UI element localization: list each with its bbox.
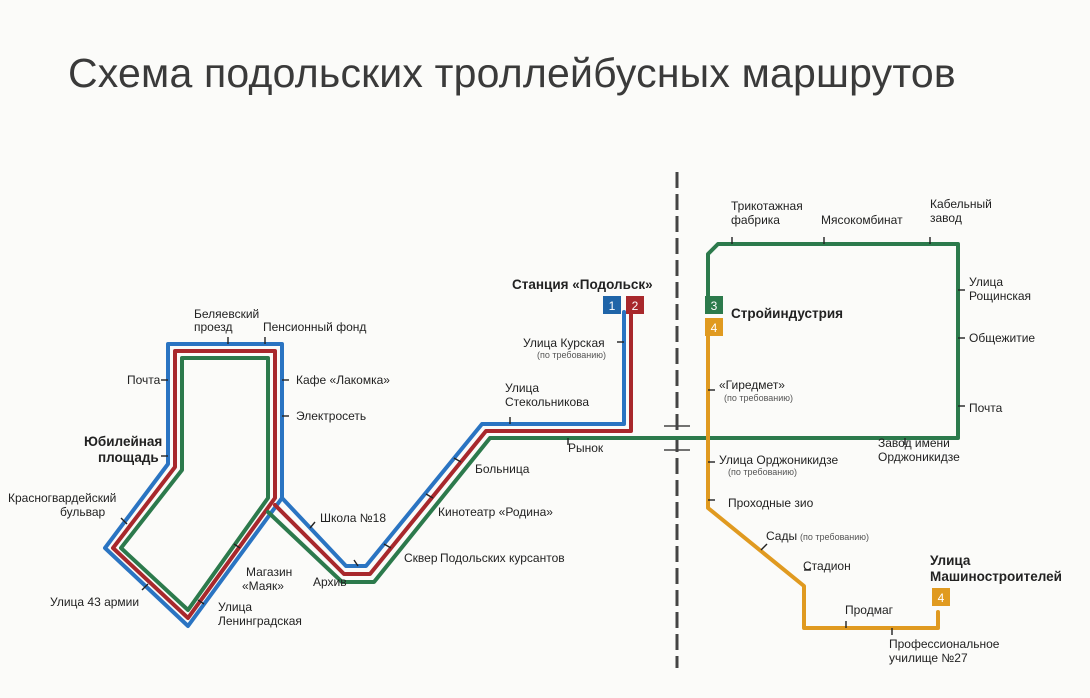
stop-stroy: Стройиндустрия (731, 306, 843, 321)
stop-arkhiv: Архив (313, 575, 347, 589)
route-badge-2: 2 (626, 296, 644, 314)
stop-belyaev-1: Беляевский (194, 307, 259, 321)
stop-prodmag: Продмаг (845, 603, 894, 617)
svg-text:4: 4 (938, 591, 945, 605)
stop-mash-2: Машиностроителей (930, 569, 1062, 584)
stop-stadion: Стадион (803, 559, 851, 573)
stop-pochta-left: Почта (127, 373, 161, 387)
stop-sady: Сады (766, 529, 797, 543)
route-1-left-loop (103, 342, 284, 628)
stop-myaso: Мясокомбинат (821, 213, 903, 227)
stop-ticks (120, 237, 965, 635)
route-4-line (706, 332, 940, 630)
stop-kabel-2: завод (930, 211, 962, 225)
route-2-connector (273, 310, 633, 576)
stop-kurskaya: Улица Курская (523, 336, 605, 350)
stop-belyaev-2: проезд (194, 320, 233, 334)
stop-leningradskaya-2: Ленинградская (218, 614, 302, 628)
stop-giredmet: «Гиредмет» (719, 378, 785, 392)
stop-trikot-1: Трикотажная (731, 199, 803, 213)
stop-steklnikova-2: Стекольникова (505, 395, 589, 409)
route-2-left-loop (111, 349, 277, 620)
stop-pochta-right: Почта (969, 401, 1003, 415)
stop-giredmet-note: (по требованию) (724, 393, 793, 403)
svg-text:4: 4 (711, 321, 718, 335)
stop-ordzh-note: (по требованию) (728, 467, 797, 477)
stop-mash-1: Улица (930, 553, 971, 568)
stop-rynok: Рынок (568, 441, 604, 455)
stop-kurskaya-note: (по требованию) (537, 350, 606, 360)
stop-bolnitsa: Больница (475, 462, 530, 476)
route-3-left-loop (119, 356, 270, 612)
stop-magazin-1: Магазин (246, 565, 292, 579)
stop-yubil-2: площадь (98, 450, 159, 465)
stop-kabel-1: Кабельный (930, 197, 992, 211)
stop-zavod-2: Орджоникидзе (878, 450, 960, 464)
stop-roshch-2: Рощинская (969, 289, 1031, 303)
stop-pension: Пенсионный фонд (263, 320, 366, 334)
stop-sady-note: (по требованию) (800, 532, 869, 542)
route-badge-1: 1 (603, 296, 621, 314)
stop-kafe: Кафе «Лакомка» (296, 373, 390, 387)
stop-podolsk-station: Станция «Подольск» (512, 277, 653, 292)
stop-steklnikova-1: Улица (505, 381, 539, 395)
stop-roshch-1: Улица (969, 275, 1003, 289)
stop-skver-a: Сквер (404, 551, 438, 565)
page-title: Схема подольских троллейбусных маршрутов (68, 50, 956, 96)
right-loop-route-3 (706, 242, 960, 440)
stop-shkola: Школа №18 (320, 511, 386, 525)
connector-routes (266, 310, 710, 584)
route-1-connector (280, 310, 626, 568)
stop-skver-b: Подольских курсантов (440, 551, 565, 565)
route-3-connector (266, 436, 710, 584)
stop-magazin-2: «Маяк» (242, 579, 284, 593)
stop-yubil-1: Юбилейная (84, 434, 162, 449)
svg-text:2: 2 (632, 299, 639, 313)
stop-kinoteatr: Кинотеатр «Родина» (438, 505, 553, 519)
stop-elektroset: Электросеть (296, 409, 366, 423)
stop-leningradskaya-1: Улица (218, 600, 252, 614)
svg-text:1: 1 (609, 299, 616, 313)
stop-ul43: Улица 43 армии (50, 595, 139, 609)
route-badge-4-terminus: 4 (932, 588, 950, 606)
stop-trikot-2: фабрика (731, 213, 780, 227)
stop-prof-1: Профессиональное (889, 637, 1000, 651)
stop-prof-2: училище №27 (889, 651, 968, 665)
route-badge-3: 3 (705, 296, 723, 314)
stop-krasnogv-1: Красногвардейский (8, 491, 116, 505)
stop-prokhod: Проходные зио (728, 496, 814, 510)
svg-text:3: 3 (711, 299, 718, 313)
stop-obshch: Общежитие (969, 331, 1035, 345)
left-loop-routes (103, 342, 284, 628)
stop-krasnogv-2: бульвар (60, 505, 106, 519)
route-badge-4: 4 (705, 318, 723, 336)
stop-ordzh: Улица Орджоникидзе (719, 453, 838, 467)
stop-zavod-1: Завод имени (878, 436, 950, 450)
